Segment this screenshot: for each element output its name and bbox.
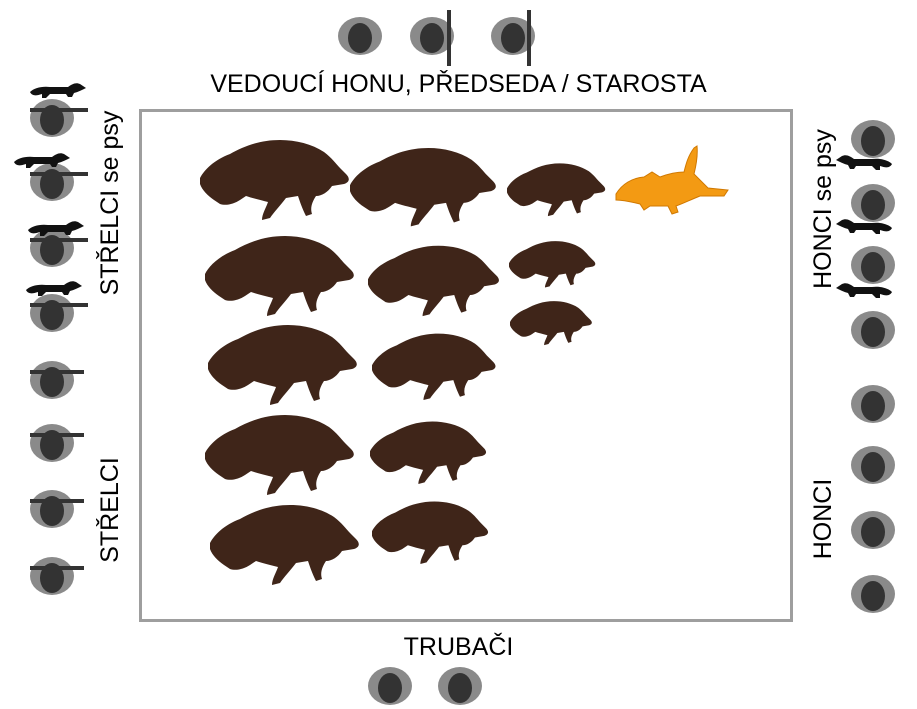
beater-person	[851, 385, 895, 423]
shooter-with-dog	[30, 83, 88, 137]
shooter-with-dog	[14, 153, 88, 201]
shooter	[30, 490, 84, 528]
beater-with-dog	[836, 155, 895, 222]
wild-boar-icon	[509, 241, 595, 287]
fox-icon	[616, 146, 728, 214]
shooter-with-dog	[28, 221, 88, 267]
leader-person-with-rifle	[491, 10, 535, 66]
shooter	[30, 361, 84, 399]
bugler-person	[438, 667, 482, 705]
wild-boar-icon	[372, 502, 488, 564]
beater-person	[851, 575, 895, 613]
beater-with-dog	[836, 283, 892, 298]
wild-boar-icon	[200, 140, 349, 220]
wild-boar-icon	[205, 236, 354, 316]
wild-boar-icon	[210, 505, 359, 585]
wild-boar-icon	[368, 246, 499, 316]
beater-person	[851, 311, 895, 349]
leader-person	[338, 17, 382, 55]
shooter-with-dog	[26, 281, 88, 332]
wild-boar-icon	[507, 163, 605, 216]
beater-with-dog	[836, 219, 895, 284]
beater-person	[851, 511, 895, 549]
wild-boar-icon	[350, 148, 496, 226]
wild-boar-icon	[205, 415, 354, 495]
bugler-person	[368, 667, 412, 705]
wild-boar-icon	[372, 334, 495, 400]
leader-person-with-rifle	[410, 10, 454, 66]
beater-person	[851, 446, 895, 484]
beater-person	[851, 120, 895, 158]
wild-boar-icon	[370, 422, 486, 484]
wild-boar-icon	[510, 301, 592, 345]
shooter	[30, 424, 84, 462]
wild-boar-icon	[208, 325, 357, 405]
shooter	[30, 557, 84, 595]
